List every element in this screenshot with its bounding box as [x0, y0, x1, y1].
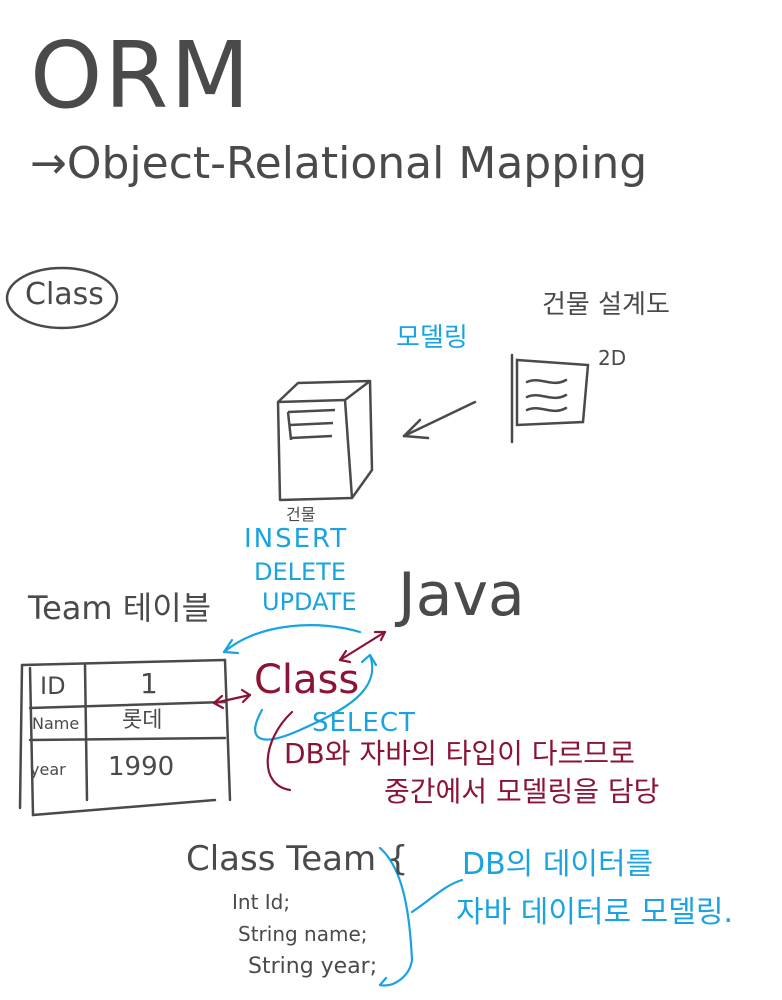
red-curve-note [266, 710, 294, 792]
delete-label: DELETE [254, 558, 347, 586]
modeling-label: 모델링 [396, 323, 468, 353]
table-key-id: ID [40, 672, 66, 700]
arrow-class-java [338, 630, 387, 664]
select-label: SELECT [312, 708, 416, 738]
blue-arc-write [222, 624, 362, 655]
table-value-name: 롯데 [122, 708, 163, 733]
table-key-name: Name [32, 714, 80, 733]
team-table-label: Team 테이블 [28, 589, 212, 627]
page-subtitle: →Object-Relational Mapping [30, 138, 648, 189]
building-label: 건물 [286, 505, 316, 524]
insert-label: INSERT [244, 524, 349, 554]
table-value-id: 1 [140, 667, 158, 700]
blueprint-label: 건물 설계도 [542, 290, 670, 320]
middle-class-label: Class [254, 657, 360, 703]
code-line-3: String name; [238, 922, 368, 946]
blue-brace-code [378, 846, 464, 987]
note-blue-line-2: 자바 데이터로 모델링. [456, 895, 734, 930]
table-key-year: year [30, 760, 66, 779]
blueprint-2d-label: 2D [598, 346, 627, 370]
arrow-table-class [212, 688, 252, 710]
note-red-line-2: 중간에서 모델링을 담당 [384, 775, 660, 808]
class-label: Class [25, 277, 104, 312]
table-value-year: 1990 [108, 752, 175, 782]
building-sketch-icon [276, 379, 374, 502]
update-label: UPDATE [262, 588, 357, 616]
code-line-1: Class Team { [186, 839, 409, 879]
blueprint-sketch-icon [510, 353, 590, 444]
note-red-line-1: DB와 자바의 타입이 다르므로 [284, 737, 635, 770]
java-label: Java [398, 560, 525, 630]
class-ellipse [5, 266, 119, 330]
arrow-blueprint-to-building [402, 400, 477, 440]
code-line-4: String year; [248, 954, 378, 979]
note-blue-line-1: DB의 데이터를 [462, 847, 654, 882]
page-title: ORM [30, 22, 252, 129]
code-line-2: Int Id; [232, 890, 291, 914]
blue-arc-select [254, 653, 378, 741]
team-table-grid [18, 658, 232, 817]
